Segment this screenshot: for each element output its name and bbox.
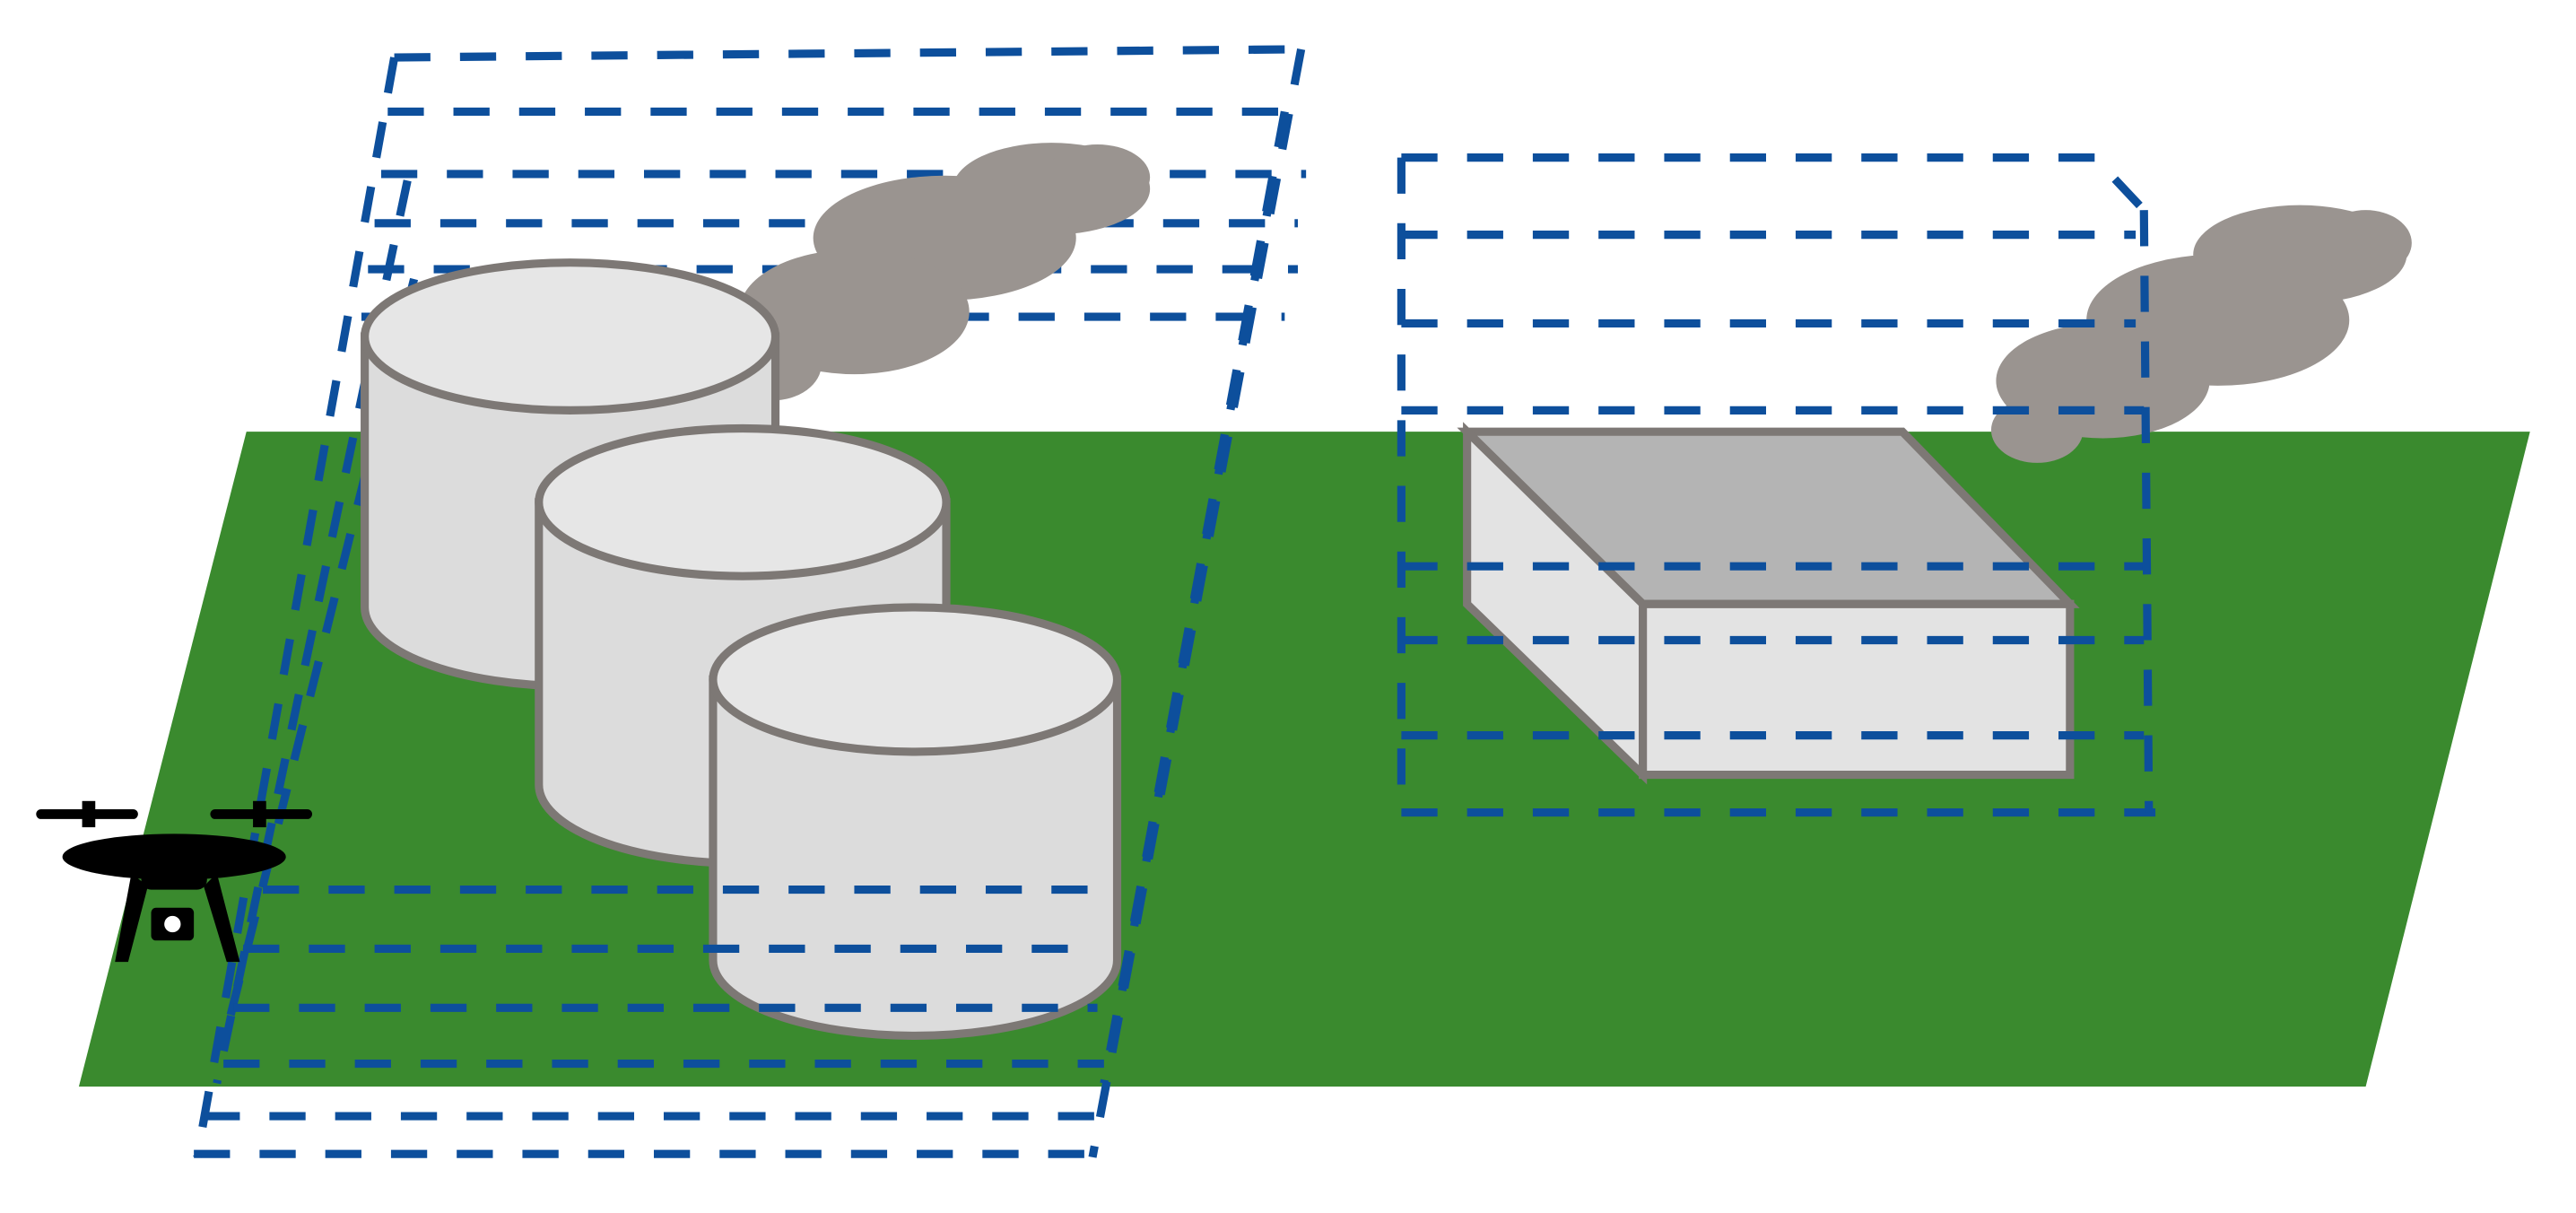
flight-path-right [1397, 153, 2156, 817]
smoke-left [722, 143, 1151, 401]
smoke-right [1990, 205, 2412, 463]
drone-icon [36, 800, 313, 963]
storage-tank-3 [709, 603, 1122, 1040]
flight-path-left-front [194, 48, 1306, 1158]
